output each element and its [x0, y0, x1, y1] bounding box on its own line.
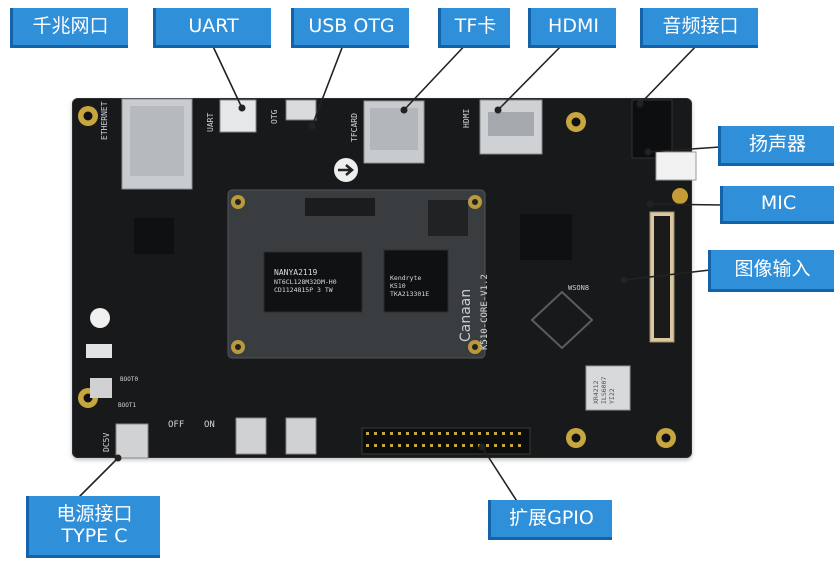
soc-marking: Kendryte K510 TKA213301E [390, 274, 430, 299]
label-hdmi: HDMI [528, 8, 616, 48]
otg-port [285, 99, 317, 121]
memory-marking: NANYA2119 NT6CL128M32DM-H0 CD1124815P 3 … [274, 268, 337, 295]
gpio-header [361, 427, 531, 455]
label-usb-otg: USB OTG [291, 8, 409, 48]
xtal-marking: XR4212 ILS6007 YI22 [592, 376, 617, 404]
leader-tf [403, 39, 471, 111]
leader-hdmi [497, 39, 568, 111]
leader-speaker [647, 146, 721, 153]
label-power: 电源接口 TYPE C [26, 496, 160, 558]
typec-port [115, 423, 149, 459]
audio-jack [631, 99, 673, 159]
silk-on: ON [204, 420, 215, 430]
leader-otg [311, 39, 346, 127]
leader-camera [623, 269, 711, 281]
label-uart: UART [153, 8, 271, 48]
leader-power [77, 457, 119, 499]
leader-uart [209, 39, 243, 109]
silk-otg: OTG [270, 109, 279, 124]
silk-tfcard: TFCARD [350, 113, 359, 142]
label-speaker: 扬声器 [718, 126, 834, 166]
module-brand: Canaan [458, 288, 474, 342]
label-camera: 图像输入 [708, 250, 834, 292]
silk-ethernet: ETHERNET [100, 101, 109, 140]
silk-wson8: WSON8 [568, 284, 590, 292]
leader-audio [639, 41, 701, 105]
label-audio: 音频接口 [640, 8, 758, 48]
soc-chip [383, 249, 449, 313]
label-ethernet: 千兆网口 [10, 8, 128, 48]
silk-uart: UART [206, 112, 215, 132]
silk-dc5v: DC5V [102, 432, 111, 452]
module-version: K510-CORE-V1.2 [480, 274, 490, 350]
mic-element [672, 188, 688, 204]
label-mic: MIC [720, 186, 834, 224]
leader-gpio [481, 446, 521, 507]
label-power-line1: 电源接口 [56, 502, 133, 525]
silk-hdmi: HDMI [462, 108, 471, 128]
label-tf: TF卡 [438, 8, 510, 48]
label-power-line2: TYPE C [61, 524, 128, 547]
uart-port [219, 99, 257, 133]
leader-mic [649, 203, 723, 206]
silk-off: OFF [168, 420, 185, 430]
silk-boot0: BOOT0 [120, 376, 139, 383]
memory-chip [263, 251, 363, 313]
label-gpio: 扩展GPIO [488, 500, 612, 540]
silk-boot1: BOOT1 [118, 402, 137, 409]
speaker-connector [655, 151, 697, 181]
